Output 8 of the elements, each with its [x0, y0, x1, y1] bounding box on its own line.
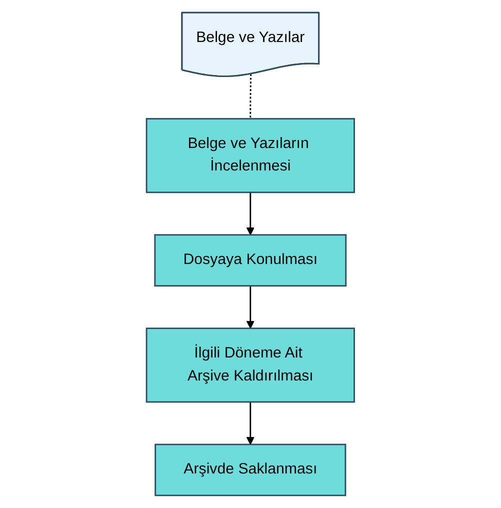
arrow: [246, 286, 255, 329]
node-box: Arşivde Saklanması: [154, 444, 346, 496]
node-box: Dosyaya Konulması: [154, 234, 347, 287]
node-box: Belge ve Yazıların İncelenmesi: [146, 118, 356, 194]
node-box: İlgili Döneme Ait Arşive Kaldırılması: [146, 328, 356, 403]
connector: [250, 74, 252, 119]
arrow: [246, 192, 255, 236]
arrow: [246, 402, 255, 445]
